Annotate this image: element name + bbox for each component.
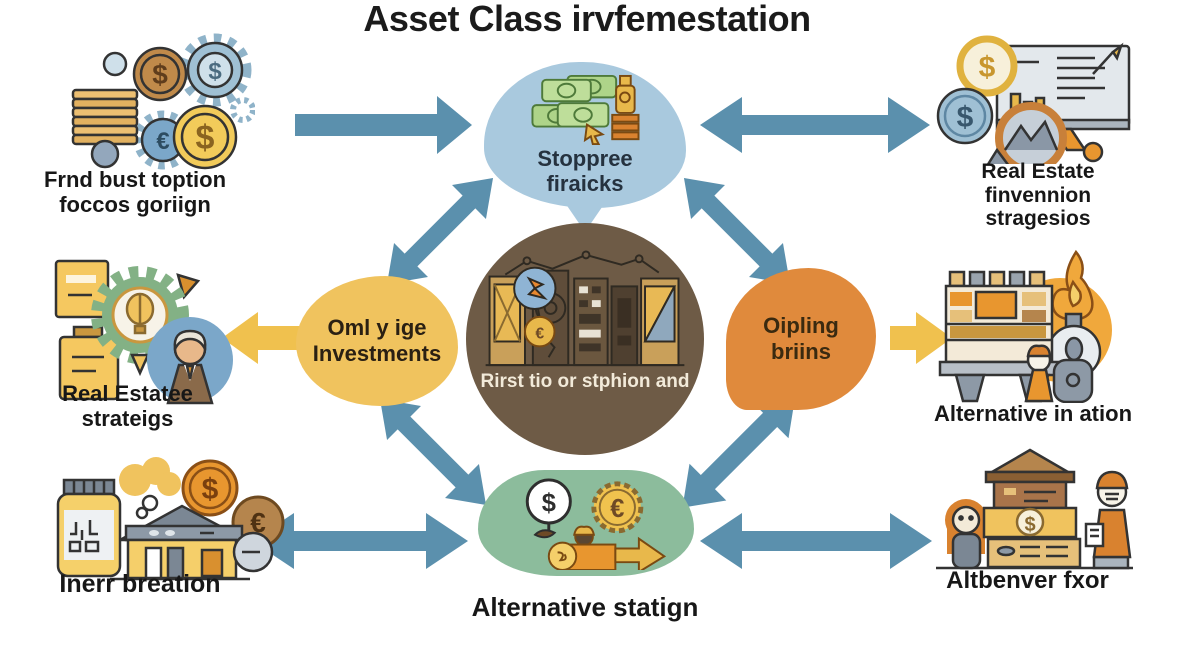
svg-text:$: $ — [542, 489, 556, 517]
label-line: Frnd bust toption — [43, 167, 227, 192]
market-stall-people-icon: $ — [936, 448, 1133, 570]
arrow-top-left-right-icon — [295, 96, 472, 154]
label-bottom-node: Alternative statign — [435, 592, 735, 622]
coins-person-arrow-icon: $ € — [525, 478, 667, 570]
arrow-diagonal-top-left-icon — [386, 177, 494, 285]
label-line: Alternative in ation — [933, 401, 1133, 426]
label-top-right: Real Estate finvennion stragesios — [918, 160, 1158, 231]
diagram-title: Asset Class irvfemestation — [363, 0, 811, 39]
svg-text:€: € — [250, 507, 266, 538]
svg-text:€: € — [610, 495, 624, 523]
node-right-label: Oipling briins — [763, 313, 839, 364]
node-left: Oml y ige Investments — [296, 276, 458, 406]
label-line: Inerr breation — [59, 570, 221, 598]
label-line: strateigs — [81, 405, 174, 431]
arrow-bottom-left-double-icon — [252, 513, 468, 569]
label-line: finvennion — [984, 183, 1092, 207]
label-bottom-left: Inerr breation — [20, 570, 260, 598]
cash-stamp-cursor-icon — [531, 74, 640, 145]
node-left-label: Oml y ige Investments — [312, 315, 442, 366]
arrow-diagonal-bottom-left-icon — [379, 398, 487, 506]
svg-text:$: $ — [979, 51, 996, 84]
label-line: stragesios — [985, 207, 1091, 231]
label-line: Alternative statign — [471, 592, 699, 622]
svg-text:$: $ — [208, 58, 222, 85]
label-line: Real Estate — [981, 160, 1095, 183]
arrow-diagonal-bottom-right-icon — [682, 394, 796, 508]
node-top: Stoppree firaicks — [484, 62, 686, 208]
coins-and-gears-icon: $ $ $ € — [71, 33, 255, 170]
gear-balloon-person-icon — [54, 259, 233, 405]
label-mid-left: Real Estatee strateigs — [15, 381, 240, 431]
house-savings-coins-icon: $ € — [56, 457, 285, 581]
arrow-yellow-right-icon — [890, 312, 952, 364]
svg-text:$: $ — [196, 119, 215, 157]
arrow-yellow-left-icon — [222, 312, 302, 364]
svg-text:€: € — [535, 326, 544, 343]
arrow-bottom-right-double-icon — [700, 513, 932, 569]
node-top-label: Stoppree firaicks — [537, 145, 633, 196]
arrow-top-right-double-icon — [700, 97, 930, 153]
city-buildings-magnifier-icon: € — [485, 250, 685, 367]
factory-torch-icon — [938, 249, 1112, 403]
arrow-diagonal-top-right-icon — [683, 177, 791, 285]
svg-text:€: € — [156, 128, 169, 155]
label-line: foccos goriign — [59, 191, 211, 217]
svg-text:$: $ — [152, 59, 168, 90]
label-line: Altbenver fxor — [946, 567, 1109, 594]
center-node-label: Rirst tio or stphion and — [480, 371, 690, 392]
label-line: Real Estatee — [62, 381, 193, 406]
node-right: Oipling briins — [726, 268, 876, 410]
svg-text:$: $ — [202, 473, 219, 506]
svg-text:$: $ — [957, 101, 974, 134]
center-node: € Rirst tio or stphion and — [466, 223, 704, 455]
svg-text:$: $ — [1024, 514, 1035, 536]
label-top-left: Frnd bust toption foccos goriign — [5, 167, 265, 217]
monitor-chart-coins-icon: $ $ — [936, 35, 1131, 164]
label-mid-right: Alternative in ation — [898, 401, 1168, 427]
label-bottom-right: Altbenver fxor — [900, 567, 1155, 595]
node-bottom: $ € — [478, 470, 694, 576]
